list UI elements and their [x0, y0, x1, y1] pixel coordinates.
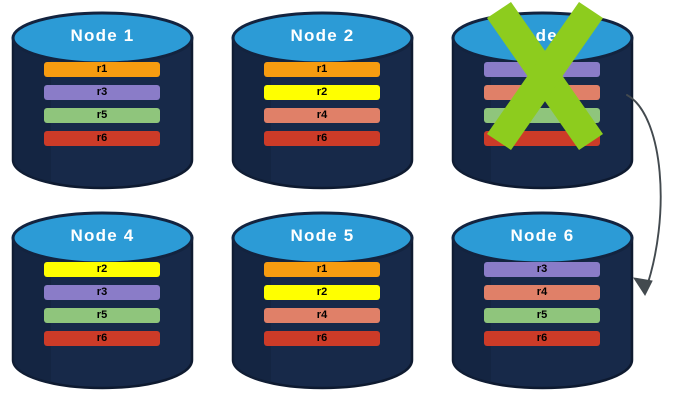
replica-band-r3[interactable]: r3 [484, 62, 600, 77]
replica-band-r6[interactable] [484, 131, 600, 146]
replica-band-r6[interactable]: r6 [264, 331, 380, 346]
replica-band-r6[interactable]: r6 [484, 331, 600, 346]
replica-band-r2[interactable]: r2 [44, 262, 160, 277]
replica-band-r4[interactable]: r4 [484, 285, 600, 300]
replica-band-r1[interactable]: r1 [264, 262, 380, 277]
replica-band-r5[interactable]: r5 [44, 308, 160, 323]
replica-band-r5[interactable] [484, 108, 600, 123]
replica-band-list: r3 [484, 62, 600, 146]
replica-band-r4[interactable]: r4 [264, 108, 380, 123]
replica-band-r4[interactable] [484, 85, 600, 100]
replica-band-list: r3 r4 r5 r6 [484, 262, 600, 346]
replica-band-r6[interactable]: r6 [264, 131, 380, 146]
replica-band-r6[interactable]: r6 [44, 131, 160, 146]
replica-band-r2[interactable]: r2 [264, 285, 380, 300]
replica-band-r3[interactable]: r3 [44, 285, 160, 300]
replica-band-r3[interactable]: r3 [484, 262, 600, 277]
replica-band-r2[interactable]: r2 [264, 85, 380, 100]
replica-band-r1[interactable]: r1 [264, 62, 380, 77]
replica-band-r6[interactable]: r6 [44, 331, 160, 346]
replica-band-list: r1 r2 r4 r6 [264, 62, 380, 146]
replica-band-r5[interactable]: r5 [484, 308, 600, 323]
replica-band-r1[interactable]: r1 [44, 62, 160, 77]
replica-band-r3[interactable]: r3 [44, 85, 160, 100]
replica-band-list: r1 r2 r4 r6 [264, 262, 380, 346]
replica-band-list: r2 r3 r5 r6 [44, 262, 160, 346]
replica-band-r4[interactable]: r4 [264, 308, 380, 323]
replica-band-list: r1 r3 r5 r6 [44, 62, 160, 146]
replica-band-r5[interactable]: r5 [44, 108, 160, 123]
